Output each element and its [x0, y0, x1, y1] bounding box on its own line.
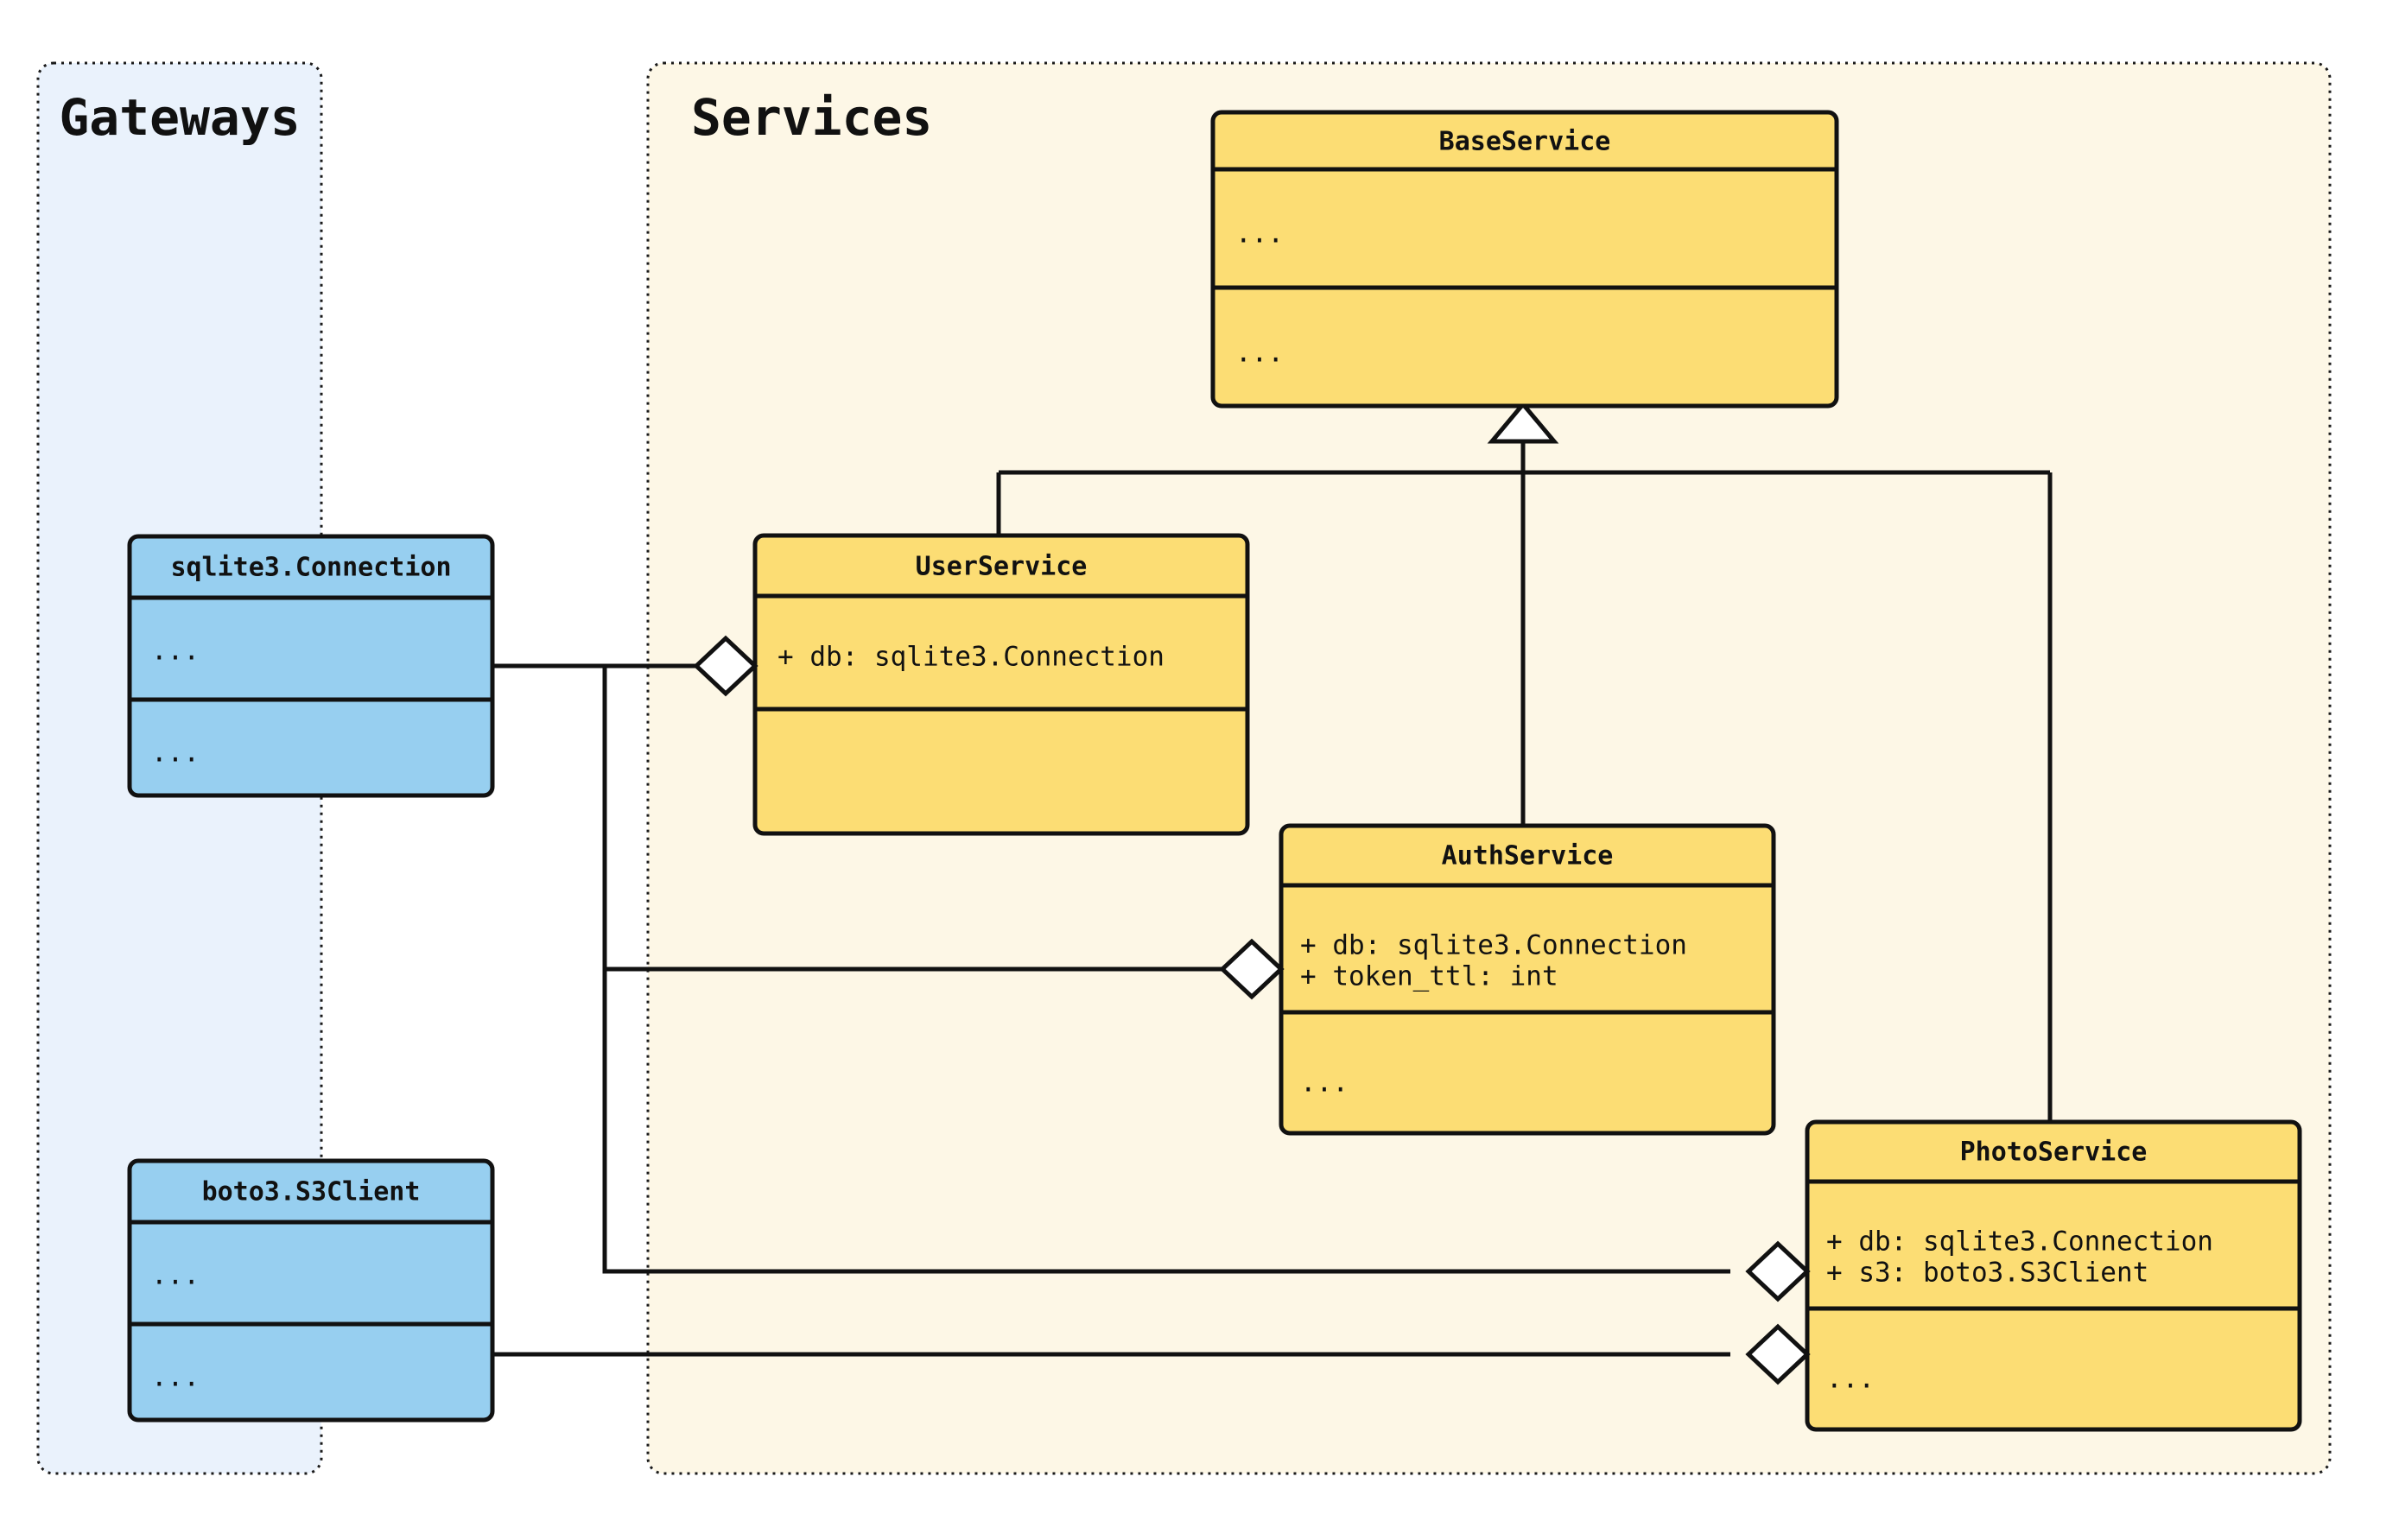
package-gateways-label: Gateways — [59, 88, 300, 147]
class-user-service-name: UserService — [916, 552, 1088, 582]
class-boto3-s3client-method-0: ... — [151, 1362, 200, 1393]
class-auth-service-body — [1279, 823, 1776, 1136]
class-photo-service-body — [1805, 1119, 2302, 1432]
class-auth-service-name: AuthService — [1442, 841, 1614, 871]
generalization-hollow-triangle-icon — [1487, 401, 1559, 444]
package-services-label: Services — [691, 88, 932, 147]
aggregation-hollow-diamond-icon-photo-service-s3 — [1745, 1323, 1811, 1385]
class-base-service-name: BaseService — [1439, 127, 1611, 157]
class-boto3-s3client-attribute-0: ... — [151, 1260, 200, 1291]
class-user-service-body — [752, 533, 1250, 836]
aggregation-hollow-diamond-icon-auth-service-db — [1219, 938, 1285, 1000]
class-auth-service-method-0: ... — [1300, 1068, 1349, 1099]
class-boto3-s3client[interactable]: boto3.S3Client ... ... — [127, 1158, 495, 1423]
class-sqlite3-connection-name: sqlite3.Connection — [170, 553, 451, 583]
class-sqlite3-connection-body — [127, 534, 495, 798]
class-sqlite3-connection-method-0: ... — [151, 738, 200, 769]
class-base-service-method-0: ... — [1235, 338, 1284, 369]
class-auth-service[interactable]: AuthService + db: sqlite3.Connection + t… — [1279, 823, 1776, 1136]
aggregation-hollow-diamond-icon-photo-service-db — [1745, 1240, 1811, 1302]
class-base-service-body — [1210, 110, 1839, 409]
class-user-service[interactable]: UserService + db: sqlite3.Connection — [752, 533, 1250, 836]
class-auth-service-attribute-1: + token_ttl: int — [1300, 961, 1558, 992]
class-auth-service-attribute-0: + db: sqlite3.Connection — [1300, 930, 1687, 961]
aggregation-markers — [693, 635, 1811, 1385]
aggregation-edge-sqlite3-auth-service — [492, 663, 1225, 972]
class-base-service[interactable]: BaseService ... ... — [1210, 110, 1839, 409]
class-photo-service-attribute-1: + s3: boto3.S3Client — [1826, 1258, 2148, 1289]
aggregation-edge-sqlite3-photo-service — [602, 969, 1730, 1274]
class-photo-service-method-0: ... — [1826, 1364, 1875, 1395]
class-photo-service[interactable]: PhotoService + db: sqlite3.Connection + … — [1805, 1119, 2302, 1432]
class-boto3-s3client-name: boto3.S3Client — [202, 1177, 421, 1207]
class-sqlite3-connection[interactable]: sqlite3.Connection ... ... — [127, 534, 495, 798]
class-boto3-s3client-body — [127, 1158, 495, 1423]
aggregation-edges-sqlite3 — [492, 663, 1730, 1274]
class-base-service-attribute-0: ... — [1235, 219, 1284, 250]
aggregation-hollow-diamond-icon-user-service — [693, 635, 758, 697]
class-user-service-attribute-0: + db: sqlite3.Connection — [777, 642, 1165, 673]
generalization-edges — [996, 401, 2053, 1121]
class-photo-service-name: PhotoService — [1960, 1138, 2148, 1168]
class-sqlite3-connection-attribute-0: ... — [151, 636, 200, 667]
class-photo-service-attribute-0: + db: sqlite3.Connection — [1826, 1226, 2213, 1258]
